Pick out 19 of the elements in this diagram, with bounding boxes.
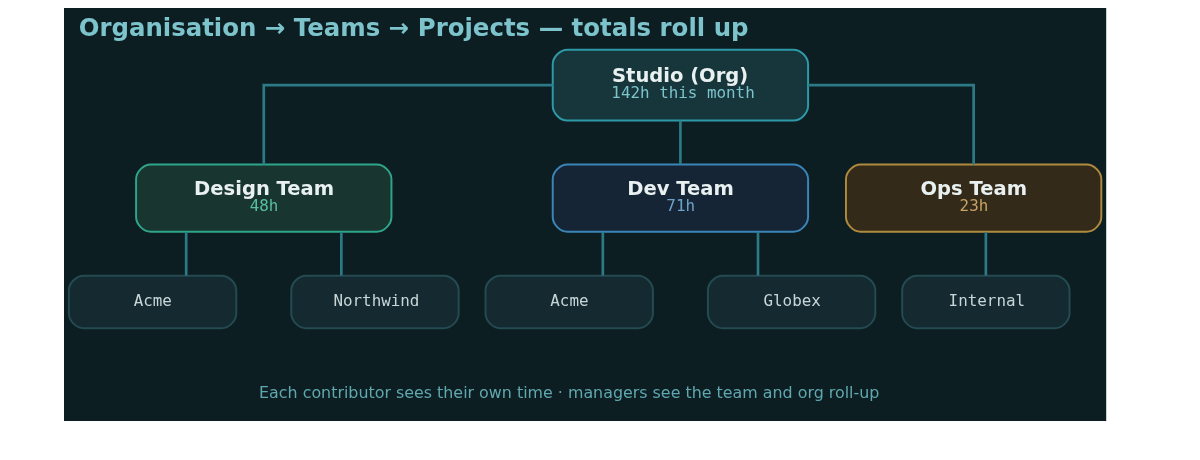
node-box: Acme: [484, 274, 654, 330]
connector: [984, 232, 987, 276]
node-box: Design Team 48h: [134, 163, 392, 233]
node-box: Acme: [67, 274, 237, 330]
connector: [184, 232, 188, 276]
caption: Each contributor sees their own time · managers see the team and org roll-up: [258, 383, 879, 403]
node-box: Northwind: [289, 274, 460, 330]
diagram-title: Organisation → Teams → Projects — totals roll up: [78, 13, 749, 43]
node-box: Studio (Org) 142h this month: [551, 48, 809, 122]
node-box: Globex: [706, 274, 876, 330]
connector: [807, 83, 975, 165]
connector: [261, 83, 553, 165]
node-box: Ops Team 23h: [844, 163, 1102, 233]
connector: [339, 232, 343, 276]
connector: [600, 232, 604, 276]
connector: [756, 232, 759, 276]
node-box: Internal: [900, 274, 1071, 330]
node-box: Dev Team 71h: [551, 163, 809, 233]
connector: [678, 120, 682, 165]
